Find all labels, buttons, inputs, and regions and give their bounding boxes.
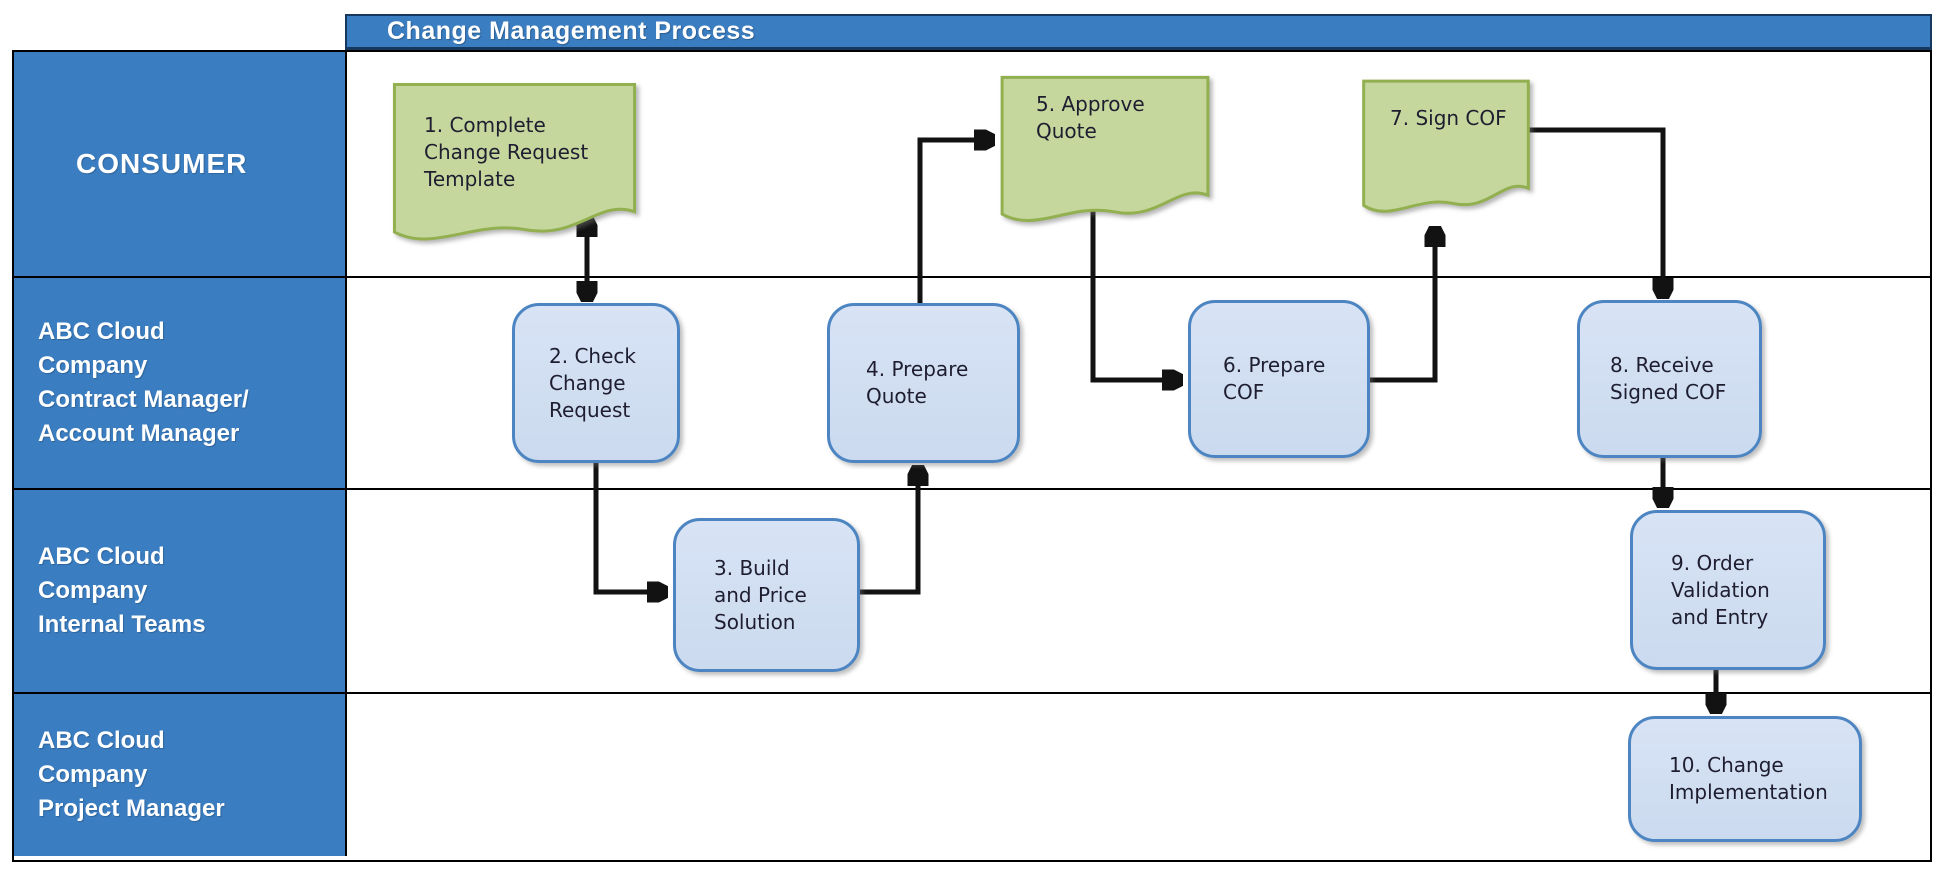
lane-contract-account-manager: ABC Cloud Company Contract Manager/ Acco… [14, 278, 1930, 490]
step-5-document: 5. Approve Quote [1000, 75, 1210, 240]
step-2-process: 2. Check Change Request [512, 303, 680, 463]
lane-header-contract-account-manager: ABC Cloud Company Contract Manager/ Acco… [14, 278, 347, 488]
lane-label: ABC Cloud Company Contract Manager/ Acco… [38, 317, 249, 448]
step-4-label: 4. Prepare Quote [866, 357, 969, 408]
arrow-3-4 [860, 467, 918, 595]
lane-header-internal-teams: ABC Cloud Company Internal Teams [14, 490, 347, 692]
arrow-6-7 [1370, 228, 1435, 383]
lane-header-project-manager: ABC Cloud Company Project Manager [14, 694, 347, 856]
lane-label: CONSUMER [76, 148, 248, 180]
step-6-process: 6. Prepare COF [1188, 300, 1370, 458]
diagram-title: Change Management Process [387, 17, 756, 45]
lane-label: ABC Cloud Company Internal Teams [38, 542, 206, 639]
arrow-2-3 [593, 463, 666, 592]
lane-internal-teams: ABC Cloud Company Internal Teams [14, 490, 1930, 694]
step-8-process: 8. Receive Signed COF [1577, 300, 1762, 458]
step-9-label: 9. Order Validation and Entry [1671, 550, 1770, 629]
step-1-document: 1. Complete Change Request Template [392, 82, 637, 260]
step-10-label: 10. Change Implementation [1669, 753, 1828, 804]
step-1-label: 1. Complete Change Request Template [424, 113, 589, 191]
document-shape [1362, 79, 1530, 229]
arrow-5-6 [1090, 207, 1181, 380]
title-bar: Change Management Process [345, 14, 1932, 50]
lane-project-manager: ABC Cloud Company Project Manager [14, 694, 1930, 856]
step-7-document: 7. Sign COF [1362, 79, 1530, 229]
arrow-4-5 [917, 140, 993, 303]
step-10-process: 10. Change Implementation [1628, 716, 1862, 842]
step-3-label: 3. Build and Price Solution [714, 555, 807, 634]
lane-label: ABC Cloud Company Project Manager [38, 726, 225, 823]
document-shape [1000, 75, 1210, 240]
document-shape [392, 82, 637, 260]
step-7-label: 7. Sign COF [1390, 106, 1507, 130]
step-4-process: 4. Prepare Quote [827, 303, 1020, 463]
step-9-process: 9. Order Validation and Entry [1630, 510, 1826, 670]
step-6-label: 6. Prepare COF [1223, 353, 1326, 404]
step-2-label: 2. Check Change Request [549, 343, 636, 422]
step-5-label: 5. Approve Quote [1036, 92, 1145, 143]
lane-header-consumer: CONSUMER [14, 52, 347, 276]
step-8-label: 8. Receive Signed COF [1610, 353, 1727, 404]
step-3-process: 3. Build and Price Solution [673, 518, 860, 672]
lane-consumer: CONSUMER [14, 52, 1930, 278]
arrow-7-8 [1529, 127, 1663, 297]
